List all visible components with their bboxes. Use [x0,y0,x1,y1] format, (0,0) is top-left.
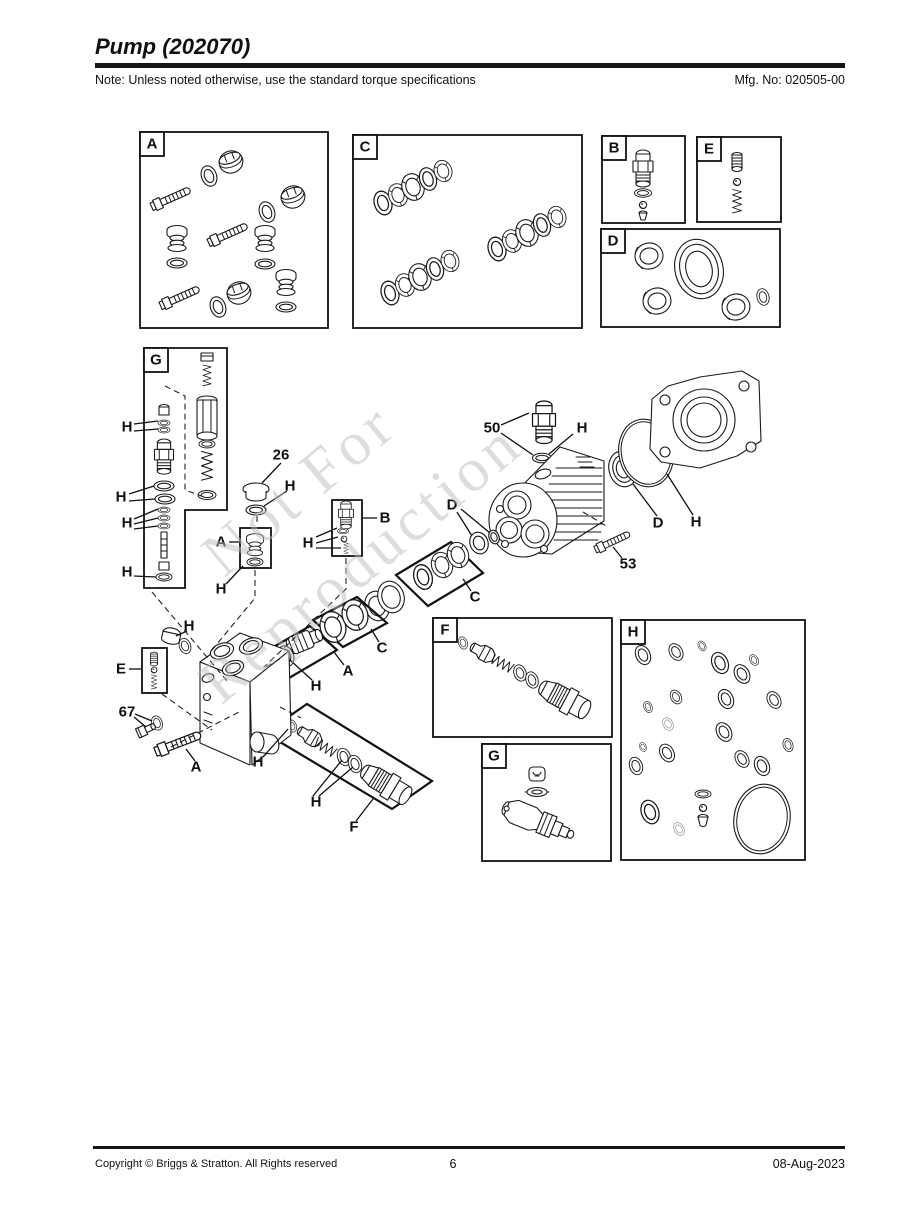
callout-c1: C [470,589,481,606]
box-f: F [432,617,613,738]
callout-53: 53 [620,556,637,573]
box-f-parts [456,635,596,724]
box-a-parts [148,147,309,320]
footer-rule [93,1146,845,1149]
callout-h-g1: H [122,419,133,436]
cap-26-group [242,482,270,567]
callout-h-cap: H [285,478,296,495]
box-h-parts [626,639,796,855]
box-e-parts [731,151,743,214]
callout-e: E [116,661,126,678]
thermal-valve-e-group [150,651,158,690]
callout-h-fitting: H [303,535,314,552]
box-g-tab: G [150,352,162,369]
pump-body [488,446,605,558]
box-d-parts [632,238,772,324]
footer-copyright: Copyright © Briggs & Stratton. All Right… [95,1158,338,1170]
callout-d-crankseal: D [447,497,458,514]
bolt-53 [592,528,633,555]
callout-h-g2: H [116,489,127,506]
callout-h-g4: H [122,564,133,581]
plug-h-group [161,627,194,656]
box-e: E [696,136,782,223]
callout-h-valvebox: H [216,581,227,598]
callout-h-largeoring: H [691,514,702,531]
manifold [199,632,292,766]
seal-group-c2 [311,595,389,649]
callout-d-oilseal: D [653,515,664,532]
box-a: A [139,131,329,329]
box-a-tab: A [147,136,158,153]
fitting-b-group [337,500,354,555]
callout-h-par: H [311,678,322,695]
leader-lines [128,412,694,822]
box-b: B [601,135,686,224]
footer-date: 08-Aug-2023 [772,1157,845,1171]
torque-note: Note: Unless noted otherwise, use the st… [95,73,476,87]
callout-labels: 26 H A H B H 50 H D 53 D H C C A H H E 6… [116,419,702,836]
callout-26: 26 [273,447,290,464]
box-d-tab: D [608,233,619,250]
alignment-dashes [151,511,609,748]
box-e-small [141,647,168,694]
callout-a-valvebox: A [216,534,227,551]
box-g-unloader: G [143,347,228,589]
callout-b: B [380,510,391,527]
header-rule [95,63,845,68]
callout-67: 67 [119,704,136,721]
box-h-sealkit: H [620,619,806,861]
page-number: 6 [449,1157,457,1171]
callout-h-g3: H [122,515,133,532]
callout-a-bolt: A [191,759,202,776]
callout-f: F [349,819,358,836]
crank-seal-d [469,529,500,555]
box-a-small [239,527,272,569]
box-b-tab: B [609,140,620,157]
box-h-tab: H [628,624,639,641]
box-c-tab: C [360,139,371,156]
box-g2: G [481,743,612,862]
box-g2-parts [501,766,575,839]
callout-a-par: A [343,663,354,680]
box-g2-tab: G [488,748,500,765]
box-g-parts [153,352,218,582]
bolt-a-long [152,728,204,759]
page-title: Pump (202070) [95,34,251,59]
box-b-small [331,499,363,557]
piston [364,580,405,622]
callout-h-f2: H [311,794,322,811]
callout-h-plug: H [184,618,195,635]
callout-c2: C [377,640,388,657]
bearing-cover [649,370,762,469]
box-f-tab: F [440,622,449,639]
callout-h-50oring: H [577,420,588,437]
mfg-number: Mfg. No: 020505-00 [734,73,846,87]
box-d: D [600,228,781,328]
screw-67-group [134,713,165,739]
box-c: C [352,134,583,329]
callout-50: 50 [484,420,501,437]
box-c-parts [370,157,570,308]
box-b-parts [632,149,654,221]
seal-group-c1 [394,539,485,608]
fitting-50 [531,400,557,464]
callout-h-f1: H [253,754,264,771]
box-e-tab: E [704,141,714,158]
